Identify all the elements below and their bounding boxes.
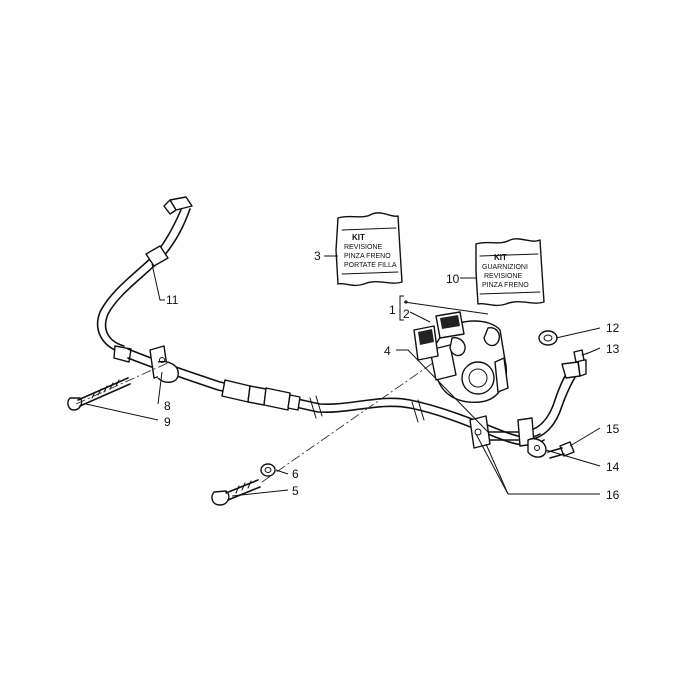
kit-right-line3: REVISIONE	[484, 273, 522, 280]
kit-right-line2: GUARNIZIONI	[482, 264, 528, 271]
callout-6: 6	[292, 467, 299, 481]
hose-clip-16	[469, 415, 491, 449]
kit-left-line1: KIT	[352, 233, 365, 242]
bolt-15	[547, 441, 575, 459]
callout-14: 14	[606, 460, 620, 474]
brake-hose-main	[127, 348, 545, 446]
seal-12	[538, 330, 558, 346]
callout-11: 11	[166, 293, 179, 307]
callout-16: 16	[606, 488, 620, 502]
callout-1: 1	[389, 303, 396, 317]
callout-4: 4	[384, 344, 391, 358]
callout-2: 2	[403, 307, 410, 321]
brake-caliper-1	[429, 320, 509, 403]
bolt-9	[67, 377, 131, 411]
washer-6	[260, 463, 276, 477]
repair-kit-bag-3: KIT REVISIONE PINZA FRENO PORTATE FILLA	[335, 212, 403, 287]
leader-lines	[85, 255, 601, 497]
callout-10: 10	[446, 272, 460, 286]
repair-kit-bag-10: KIT GUARNIZIONI REVISIONE PINZA FRENO	[475, 238, 545, 307]
callout-5: 5	[292, 484, 299, 498]
callout-12: 12	[606, 321, 620, 335]
callout-13: 13	[606, 342, 620, 356]
hose-clip-14	[527, 438, 547, 458]
callout-8: 8	[164, 399, 171, 413]
callout-3: 3	[314, 249, 321, 263]
bolt-5	[211, 479, 261, 506]
kit-left-line3: PINZA FRENO	[344, 253, 391, 260]
bleed-screw-13	[573, 349, 589, 363]
callout-15: 15	[606, 422, 620, 436]
brake-pads-2	[413, 311, 465, 361]
kit-left-line4: PORTATE FILLA	[344, 262, 397, 269]
axis-line-left	[75, 361, 171, 405]
callout-numbers: 11 8 9 3 10 1 2 4 12 13 15 14 16 6 5	[164, 249, 620, 502]
axis-line-center	[261, 357, 441, 483]
kit-right-line1: KIT	[494, 253, 507, 262]
callout-9: 9	[164, 415, 171, 429]
hose-clip-8	[149, 345, 179, 383]
kit-left-line2: REVISIONE	[344, 244, 382, 251]
kit-right-line4: PINZA FRENO	[482, 282, 529, 289]
brake-hose-11	[96, 196, 193, 363]
